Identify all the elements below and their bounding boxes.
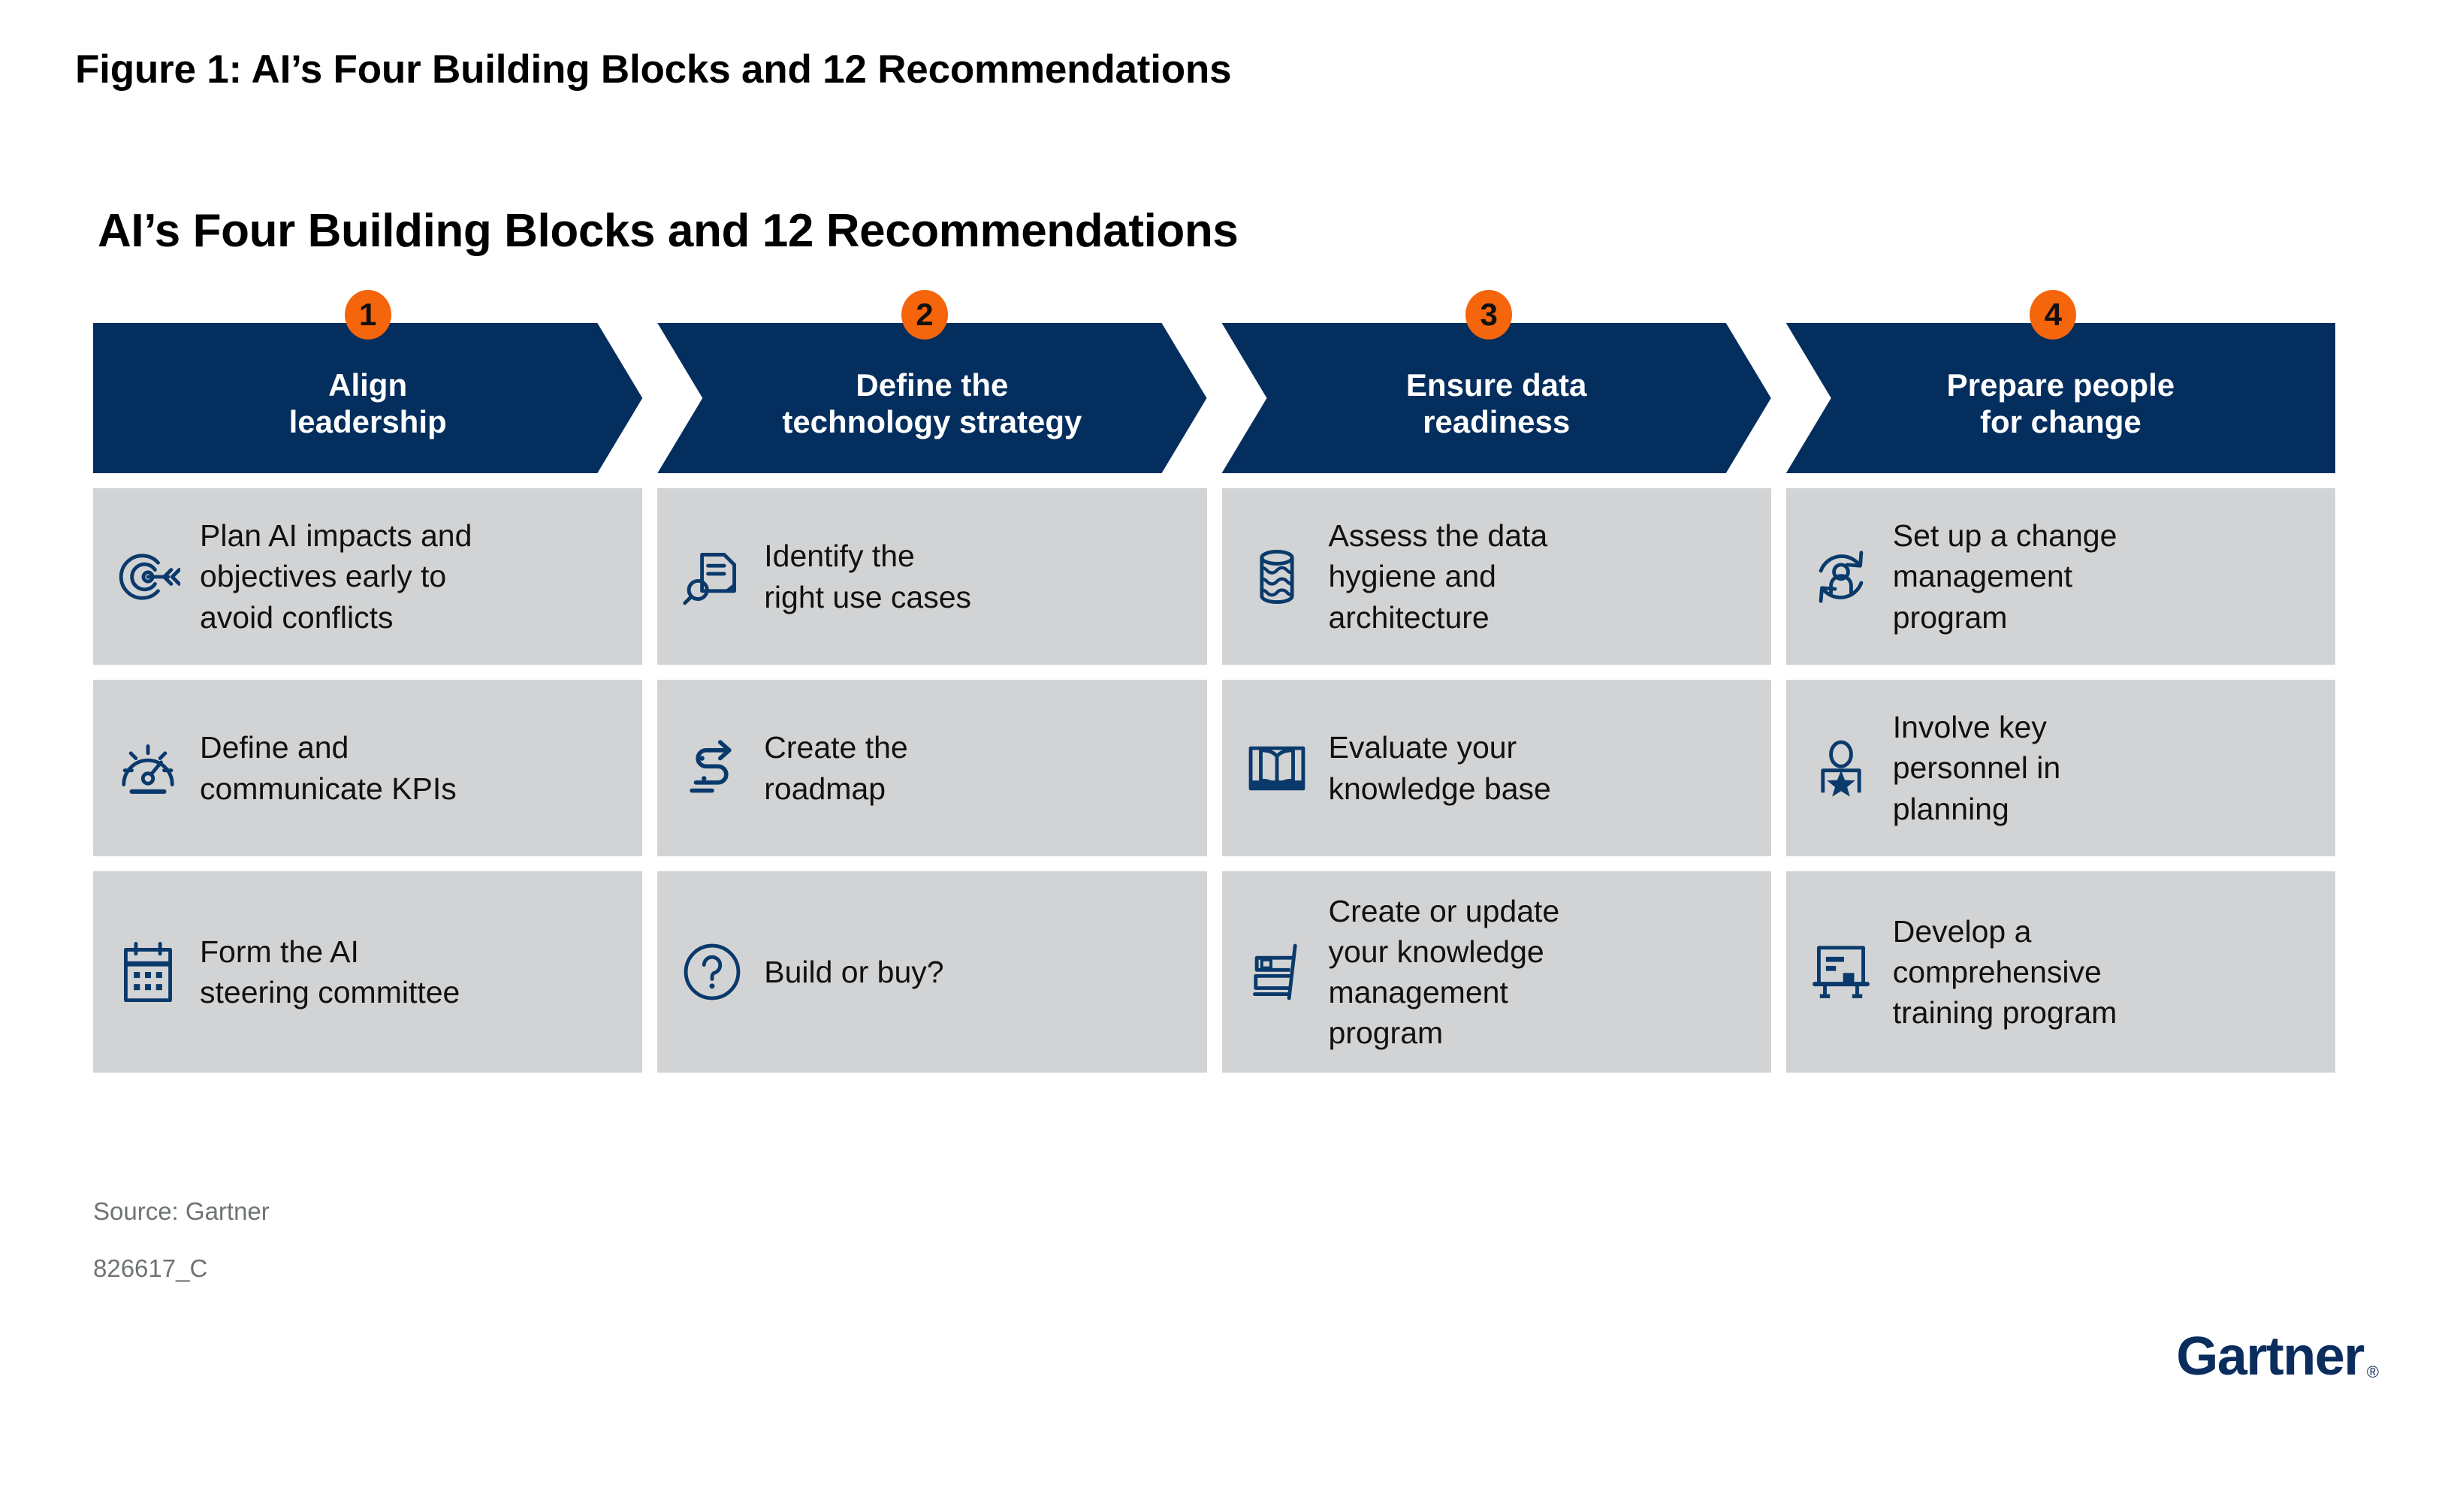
recommendation-card[interactable]: Create or update your knowledge manageme… bbox=[1221, 871, 1771, 1073]
recommendation-row-1: Plan AI impacts and objectives early to … bbox=[93, 488, 2335, 665]
figure-caption: Figure 1: AI’s Four Building Blocks and … bbox=[75, 47, 1232, 92]
recommendation-card[interactable]: Develop a comprehensive training program bbox=[1785, 871, 2335, 1073]
step-badge-2: 2 bbox=[901, 290, 948, 340]
person-change-cycle-icon bbox=[1809, 545, 1873, 609]
recommendation-card[interactable]: Create the roadmap bbox=[657, 680, 1207, 856]
recommendation-row-3: Form the AI steering committee Build or … bbox=[93, 871, 2335, 1073]
chevron-shape-1 bbox=[93, 323, 642, 473]
building-blocks-diagram: 1 Align leadership 2 Define the technolo… bbox=[93, 290, 2335, 1073]
phase-title-2: Define the technology strategy bbox=[782, 367, 1082, 440]
recommendation-text: Build or buy? bbox=[764, 955, 944, 990]
document-search-icon bbox=[680, 545, 744, 609]
source-label: Source: Gartner bbox=[93, 1197, 270, 1225]
page-title: AI’s Four Building Blocks and 12 Recomme… bbox=[98, 205, 1239, 257]
step-badge-4: 4 bbox=[2030, 290, 2077, 340]
chevron-shape-4 bbox=[1785, 323, 2335, 473]
recommendation-card[interactable]: Identify the right use cases bbox=[657, 488, 1207, 665]
recommendation-text: Evaluate your knowledge base bbox=[1328, 730, 1551, 806]
recommendation-card[interactable]: Involve key personnel in planning bbox=[1785, 680, 2335, 856]
phase-column-2[interactable]: 2 Define the technology strategy bbox=[657, 290, 1206, 473]
recommendation-card[interactable]: Define and communicate KPIs bbox=[93, 680, 643, 856]
recommendation-text: Create or update your knowledge manageme… bbox=[1328, 894, 1560, 1051]
gartner-logo: Gartner ® bbox=[2176, 1329, 2379, 1384]
phase-title-3: Ensure data readiness bbox=[1405, 367, 1587, 440]
chevron-shape-3 bbox=[1222, 323, 1771, 473]
step-badge-3: 3 bbox=[1465, 290, 1513, 340]
gauge-kpi-icon bbox=[116, 736, 180, 801]
recommendation-text: Create the roadmap bbox=[764, 730, 908, 806]
phase-column-3[interactable]: 3 Ensure data readiness bbox=[1222, 290, 1771, 473]
calendar-icon bbox=[116, 940, 180, 1004]
recommendation-text: Set up a change management program bbox=[1892, 518, 2117, 635]
recommendation-text: Develop a comprehensive training program bbox=[1892, 914, 2117, 1031]
open-book-icon bbox=[1245, 736, 1309, 801]
recommendation-text: Identify the right use cases bbox=[764, 539, 971, 614]
recommendation-card[interactable]: Assess the data hygiene and architecture bbox=[1221, 488, 1771, 665]
chevron-shape-2 bbox=[657, 323, 1206, 473]
recommendation-card[interactable]: Build or buy? bbox=[657, 871, 1207, 1073]
recommendation-text: Define and communicate KPIs bbox=[200, 730, 457, 806]
recommendation-text: Plan AI impacts and objectives early to … bbox=[200, 518, 472, 635]
gartner-wordmark: Gartner bbox=[2176, 1326, 2365, 1387]
document-id: 826617_C bbox=[93, 1254, 208, 1282]
phase-header-band: 1 Align leadership 2 Define the technolo… bbox=[93, 290, 2335, 473]
recommendation-card[interactable]: Set up a change management program bbox=[1785, 488, 2335, 665]
phase-column-4[interactable]: 4 Prepare people for change bbox=[1785, 290, 2335, 473]
recommendation-card[interactable]: Plan AI impacts and objectives early to … bbox=[93, 488, 643, 665]
target-arrows-icon bbox=[116, 545, 180, 609]
phase-title-4: Prepare people for change bbox=[1946, 367, 2175, 440]
recommendation-text: Form the AI steering committee bbox=[200, 934, 460, 1010]
question-circle-icon bbox=[680, 940, 744, 1004]
phase-title-1: Align leadership bbox=[288, 367, 447, 440]
recommendation-text: Involve key personnel in planning bbox=[1892, 710, 2061, 826]
database-waves-icon bbox=[1245, 545, 1309, 609]
recommendation-card[interactable]: Evaluate your knowledge base bbox=[1221, 680, 1771, 856]
bookshelf-icon bbox=[1245, 940, 1309, 1004]
winding-road-arrow-icon bbox=[680, 736, 744, 801]
person-star-icon bbox=[1809, 736, 1873, 801]
step-badge-1: 1 bbox=[344, 290, 391, 340]
registered-trademark-icon: ® bbox=[2366, 1363, 2379, 1381]
phase-column-1[interactable]: 1 Align leadership bbox=[93, 290, 642, 473]
recommendation-card[interactable]: Form the AI steering committee bbox=[93, 871, 643, 1073]
recommendation-row-2: Define and communicate KPIs Create the r… bbox=[93, 680, 2335, 856]
recommendation-text: Assess the data hygiene and architecture bbox=[1328, 518, 1548, 635]
presentation-board-icon bbox=[1809, 940, 1873, 1004]
